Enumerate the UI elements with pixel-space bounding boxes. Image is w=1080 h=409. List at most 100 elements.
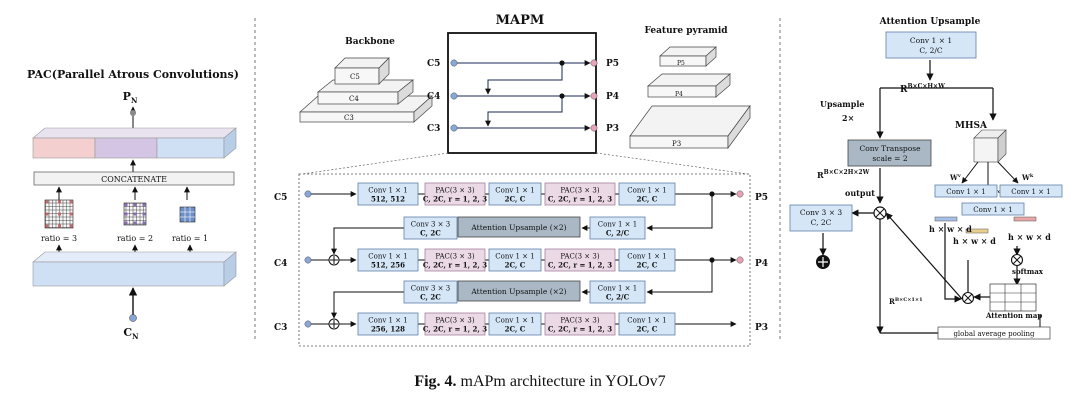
pyramid-p5: P5: [677, 60, 685, 67]
detail-row2-block3-line: Conv 1 × 1: [495, 253, 534, 261]
detail-row2-block2-line: PAC(3 × 3): [435, 253, 474, 261]
mapm-in-c4: C4: [427, 92, 440, 102]
detail-row3-block4-line: PAC(3 × 3): [560, 317, 599, 325]
detail-row1-block2: PAC(3 × 3)C, 2C, r = 1, 2, 3: [423, 182, 487, 206]
backbone-c4: C4: [349, 95, 359, 103]
caption-text: mAPm architecture in YOLOv7: [456, 373, 666, 390]
hwd-k: h × w × d: [1008, 232, 1051, 242]
conv-q-box: [961, 202, 1025, 216]
mapm-box: [447, 32, 597, 154]
mapm-nodes: [450, 59, 598, 132]
detail-row3-block5-line: Conv 1 × 1: [627, 317, 666, 325]
detail-row2-block3: Conv 1 × 12C, C: [488, 248, 542, 272]
detail-row3-block2-line: PAC(3 × 3): [435, 317, 474, 325]
detail-output-node: [736, 190, 744, 198]
kernel-ratio-1: [179, 206, 196, 223]
mapm-out-p5: P5: [606, 59, 619, 69]
detail-row1-block3-line: 2C, C: [505, 195, 526, 204]
detail-mid2-conv3-line: Conv 3 × 3: [411, 285, 450, 293]
pac-output-node: [130, 110, 136, 116]
pyramid-p3: P3: [672, 140, 681, 148]
figure-caption: Fig. 4. mAPm architecture in YOLOv7: [0, 373, 1080, 391]
concatenate-label: CONCATENATE: [101, 175, 167, 184]
pac-panel: PAC(Parallel Atrous Convolutions) PN CON…: [27, 68, 239, 341]
att-conv3-box: [789, 204, 853, 232]
detail-row2-block5-line: 2C, C: [637, 261, 658, 270]
detail-mid2-conv1-line: C, 2/C: [606, 293, 630, 302]
detail-row1-block3: Conv 1 × 12C, C: [488, 182, 542, 206]
ratio-3-label: ratio = 3: [41, 234, 77, 243]
pyramid-stack: P5 P4 P3: [629, 46, 751, 150]
conv-k-box: [999, 184, 1063, 198]
mapm-out-p3: P3: [606, 124, 619, 134]
detail-row3-block2: PAC(3 × 3)C, 2C, r = 1, 2, 3: [423, 312, 487, 336]
att-top-conv: [885, 31, 977, 59]
detail-mid2-conv3: Conv 3 × 3C, 2C: [403, 280, 458, 304]
detail-out-p3: P3: [755, 323, 768, 333]
conv-k-text: Conv 1 × 1: [1011, 188, 1050, 196]
mhsa-label: MHSA: [955, 121, 988, 131]
detail-in-c5: C5: [274, 193, 287, 203]
detail-mid1-conv3-line: Conv 3 × 3: [411, 221, 450, 229]
detail-row1-block4-line: C, 2C, r = 1, 2, 3: [548, 195, 612, 204]
pac-title: PAC(Parallel Atrous Convolutions): [27, 68, 239, 81]
detail-row1-block5-line: Conv 1 × 1: [627, 187, 666, 195]
kernel-ratio-3: [44, 199, 74, 229]
hwd-q: h × w × d: [953, 236, 996, 246]
w-v-label: Wv: [949, 173, 962, 182]
mhsa-cube: [973, 129, 1007, 163]
detail-row1-block1-line: 512, 512: [371, 195, 405, 204]
detail-row3-block2-line: C, 2C, r = 1, 2, 3: [423, 325, 487, 334]
pac-top-slab: [32, 127, 237, 159]
detail-row2-block3-line: 2C, C: [505, 261, 526, 270]
detail-mid1-upsample: Attention Upsample (×2): [457, 216, 581, 238]
gap-text: global average pooling: [953, 330, 1035, 338]
detail-mid1-conv3: Conv 3 × 3C, 2C: [403, 216, 458, 240]
detail-row2-block5: Conv 1 × 12C, C: [618, 248, 676, 272]
detail-mid2-upsample-line: Attention Upsample (×2): [470, 287, 566, 296]
detail-row3-block1-line: 256, 128: [371, 325, 405, 334]
gap-box: [937, 326, 1051, 340]
pac-output-label: PN: [123, 90, 138, 105]
detail-in-c4: C4: [274, 259, 287, 269]
mapm-out-p4: P4: [606, 92, 619, 102]
pac-input-node: [129, 314, 137, 322]
pyramid-p4: P4: [675, 91, 683, 98]
mapm-title: MAPM: [496, 13, 545, 28]
detail-row3-block3-line: Conv 1 × 1: [495, 317, 534, 325]
conv-v-box: [934, 184, 998, 198]
pool-feature: RB×C×1×1: [889, 297, 923, 306]
pyramid-label: Feature pyramid: [644, 26, 728, 36]
detail-mid1-conv1: Conv 1 × 1C, 2/C: [589, 216, 646, 240]
att-output-label: output: [845, 188, 875, 198]
detail-input-node: [304, 256, 312, 264]
detail-mid1-conv3-line: C, 2C: [420, 229, 441, 238]
detail-row2-block4-line: C, 2C, r = 1, 2, 3: [548, 261, 612, 270]
feature-bars: [934, 216, 1037, 234]
detail-input-node: [304, 190, 312, 198]
backbone-c3: C3: [344, 114, 354, 122]
detail-frame: [298, 173, 751, 347]
detail-mid2-conv1: Conv 1 × 1C, 2/C: [589, 280, 646, 304]
backbone-stack: C3 C4 C5: [299, 57, 433, 123]
detail-row1-block4-line: PAC(3 × 3): [560, 187, 599, 195]
conv-q-text: Conv 1 × 1: [973, 206, 1012, 214]
detail-row2-block2-line: C, 2C, r = 1, 2, 3: [423, 261, 487, 270]
detail-row3-block1-line: Conv 1 × 1: [368, 317, 407, 325]
detail-row2-block5-line: Conv 1 × 1: [627, 253, 666, 261]
detail-row1-block5: Conv 1 × 12C, C: [618, 182, 676, 206]
detail-input-node: [304, 320, 312, 328]
mapm-in-c5: C5: [427, 59, 440, 69]
attention-title: Attention Upsample: [879, 17, 981, 27]
caption-label: Fig. 4.: [414, 373, 457, 390]
detail-row2-block1-line: Conv 1 × 1: [368, 253, 407, 261]
detail-row1-block2-line: C, 2C, r = 1, 2, 3: [423, 195, 487, 204]
attention-map-grid: [989, 283, 1037, 312]
